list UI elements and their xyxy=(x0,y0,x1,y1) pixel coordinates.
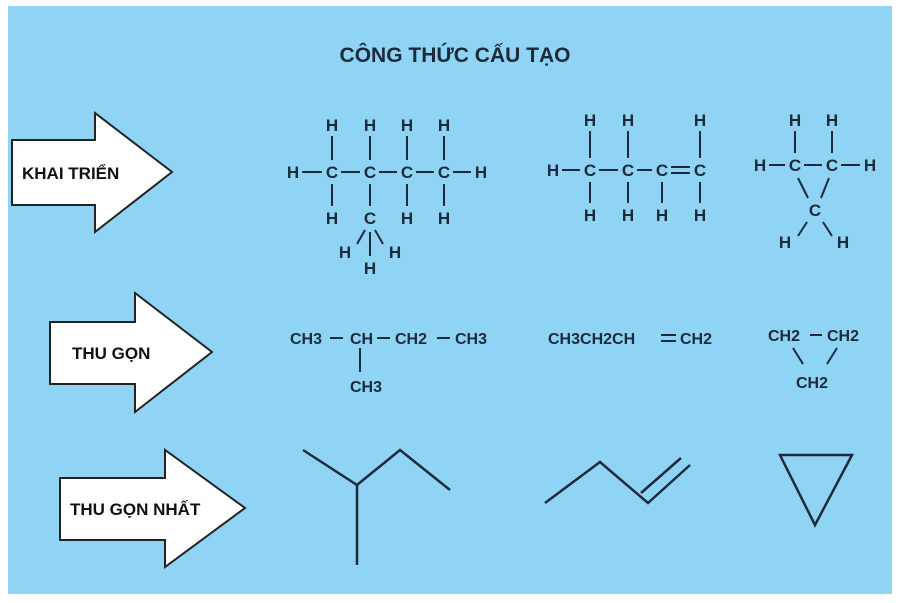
butene-atom-hydrogen: H xyxy=(694,111,706,130)
butene-atom-hydrogen: H xyxy=(656,206,668,225)
bond-line xyxy=(797,221,808,237)
skeletal-isopentane xyxy=(302,448,451,565)
butene-atom-hydrogen: H xyxy=(622,206,634,225)
isopentane-atom-hydrogen: H xyxy=(389,243,401,262)
isopentane-atom-hydrogen: H xyxy=(401,116,413,135)
arrow-thu-gon-nhat: THU GỌN NHẤT xyxy=(59,448,247,569)
butene-atom-carbon: C xyxy=(622,161,634,180)
label-khai-trien: KHAI TRIỂN xyxy=(22,164,119,183)
cyclopropane-atom-carbon: C xyxy=(809,201,821,220)
bond-line xyxy=(820,177,830,199)
condensed-cyclopropane: CH2 CH2 CH2 xyxy=(768,328,859,392)
svg-text:CH2: CH2 xyxy=(796,375,828,392)
butene-atom-carbon: C xyxy=(694,161,706,180)
isopentane-atom-carbon: C xyxy=(364,209,376,228)
bond-line xyxy=(374,229,384,245)
label-thu-gon-nhat: THU GỌN NHẤT xyxy=(70,500,201,519)
diagram-title: CÔNG THỨC CẤU TẠO xyxy=(340,43,571,67)
condensed-isopentane: CH3 CH CH2 CH3 CH3 xyxy=(290,331,487,396)
butene-atom-hydrogen: H xyxy=(584,206,596,225)
arrow-thu-gon: THU GỌN xyxy=(49,290,214,415)
isopentane-atom-hydrogen: H xyxy=(401,209,413,228)
butene-atom-hydrogen: H xyxy=(694,206,706,225)
isopentane-atom-hydrogen: H xyxy=(438,116,450,135)
bond-line xyxy=(822,221,833,237)
cyclopropane-atom-carbon: C xyxy=(826,156,838,175)
svg-text:CH3: CH3 xyxy=(290,331,322,348)
isopentane-atom-carbon: C xyxy=(364,163,376,182)
butene-atom-hydrogen: H xyxy=(622,111,634,130)
butene-atom-carbon: C xyxy=(656,161,668,180)
bond-line xyxy=(797,177,809,199)
condensed-butene: CH3CH2CH CH2 xyxy=(548,331,712,348)
isopentane-atom-hydrogen: H xyxy=(326,209,338,228)
isopentane-atom-carbon: C xyxy=(438,163,450,182)
isopentane-atom-hydrogen: H xyxy=(475,163,487,182)
butene-atom-hydrogen: H xyxy=(584,111,596,130)
cyclopropane-atom-hydrogen: H xyxy=(754,156,766,175)
cyclopropane-atom-hydrogen: H xyxy=(826,111,838,130)
isopentane-atom-hydrogen: H xyxy=(326,116,338,135)
cyclopropane-atom-carbon: C xyxy=(789,156,801,175)
butene-atom-hydrogen: H xyxy=(547,161,559,180)
isopentane-atom-hydrogen: H xyxy=(339,243,351,262)
arrow-khai-trien: KHAI TRIỂN xyxy=(11,110,174,235)
isopentane-atom-hydrogen: H xyxy=(364,259,376,278)
isopentane-atom-hydrogen: H xyxy=(287,163,299,182)
expanded-bonds xyxy=(302,131,860,256)
svg-text:CH2: CH2 xyxy=(827,328,859,345)
cyclopropane-atom-hydrogen: H xyxy=(864,156,876,175)
cyclopropane-atom-hydrogen: H xyxy=(837,233,849,252)
isopentane-atom-hydrogen: H xyxy=(364,116,376,135)
bond-line xyxy=(356,229,366,245)
svg-text:CH3: CH3 xyxy=(350,379,382,396)
cyclopropane-atom-hydrogen: H xyxy=(779,233,791,252)
label-thu-gon: THU GỌN xyxy=(72,344,150,363)
svg-text:CH2: CH2 xyxy=(768,328,800,345)
svg-text:CH3: CH3 xyxy=(455,331,487,348)
svg-text:CH2: CH2 xyxy=(680,331,712,348)
butene-atom-carbon: C xyxy=(584,161,596,180)
svg-text:CH3CH2CH: CH3CH2CH xyxy=(548,331,635,348)
svg-text:CH: CH xyxy=(350,331,373,348)
skeletal-butene xyxy=(544,457,691,505)
skeletal-cyclopropane xyxy=(777,453,855,528)
isopentane-atom-carbon: C xyxy=(401,163,413,182)
cyclopropane-atom-hydrogen: H xyxy=(789,111,801,130)
svg-text:CH2: CH2 xyxy=(395,331,427,348)
isopentane-atom-carbon: C xyxy=(326,163,338,182)
isopentane-atom-hydrogen: H xyxy=(438,209,450,228)
